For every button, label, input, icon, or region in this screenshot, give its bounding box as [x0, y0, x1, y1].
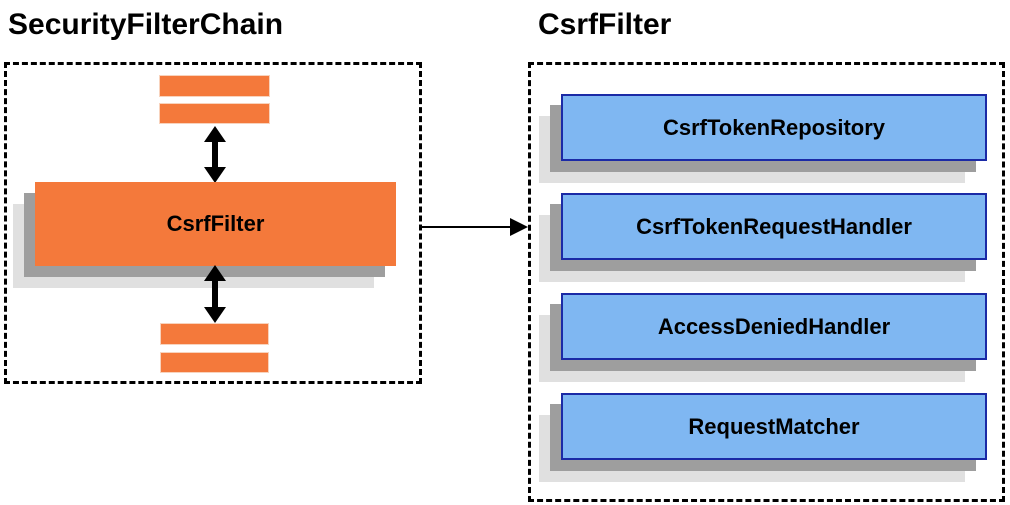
component-csrf-token-repository: CsrfTokenRepository [561, 94, 987, 161]
csrf-filter-title: CsrfFilter [538, 8, 672, 41]
arrow-shaft [212, 278, 218, 310]
arrow-up-head [204, 265, 226, 281]
component-csrf-token-request-handler: CsrfTokenRequestHandler [561, 193, 987, 260]
security-filter-chain-panel [4, 62, 422, 384]
csrf-filter-panel [528, 62, 1005, 502]
component-label: AccessDeniedHandler [657, 313, 891, 339]
arrow-down-head [204, 167, 226, 183]
arrow-up-head [204, 126, 226, 142]
csrf-filter-node: CsrfFilter [35, 182, 396, 266]
security-filter-chain-title: SecurityFilterChain [8, 8, 284, 41]
flow-arrow-icon [422, 217, 528, 237]
filter-placeholder-bar [159, 75, 270, 97]
filter-placeholder-bar [160, 352, 269, 373]
arrow-down-head [204, 307, 226, 323]
component-label: RequestMatcher [688, 413, 860, 439]
component-label: CsrfTokenRequestHandler [636, 213, 912, 239]
component-access-denied-handler: AccessDeniedHandler [561, 293, 987, 360]
arrow-shaft [212, 139, 218, 170]
bidirectional-arrow-icon [204, 126, 226, 183]
csrf-filter-node-label: CsrfFilter [166, 211, 265, 236]
filter-placeholder-bar [160, 323, 269, 345]
bidirectional-arrow-icon [204, 265, 226, 323]
filter-placeholder-bar [159, 103, 270, 124]
arrow-shaft [422, 226, 514, 228]
component-request-matcher: RequestMatcher [561, 393, 987, 460]
component-label: CsrfTokenRepository [662, 114, 886, 140]
arrow-right-head [510, 218, 528, 236]
